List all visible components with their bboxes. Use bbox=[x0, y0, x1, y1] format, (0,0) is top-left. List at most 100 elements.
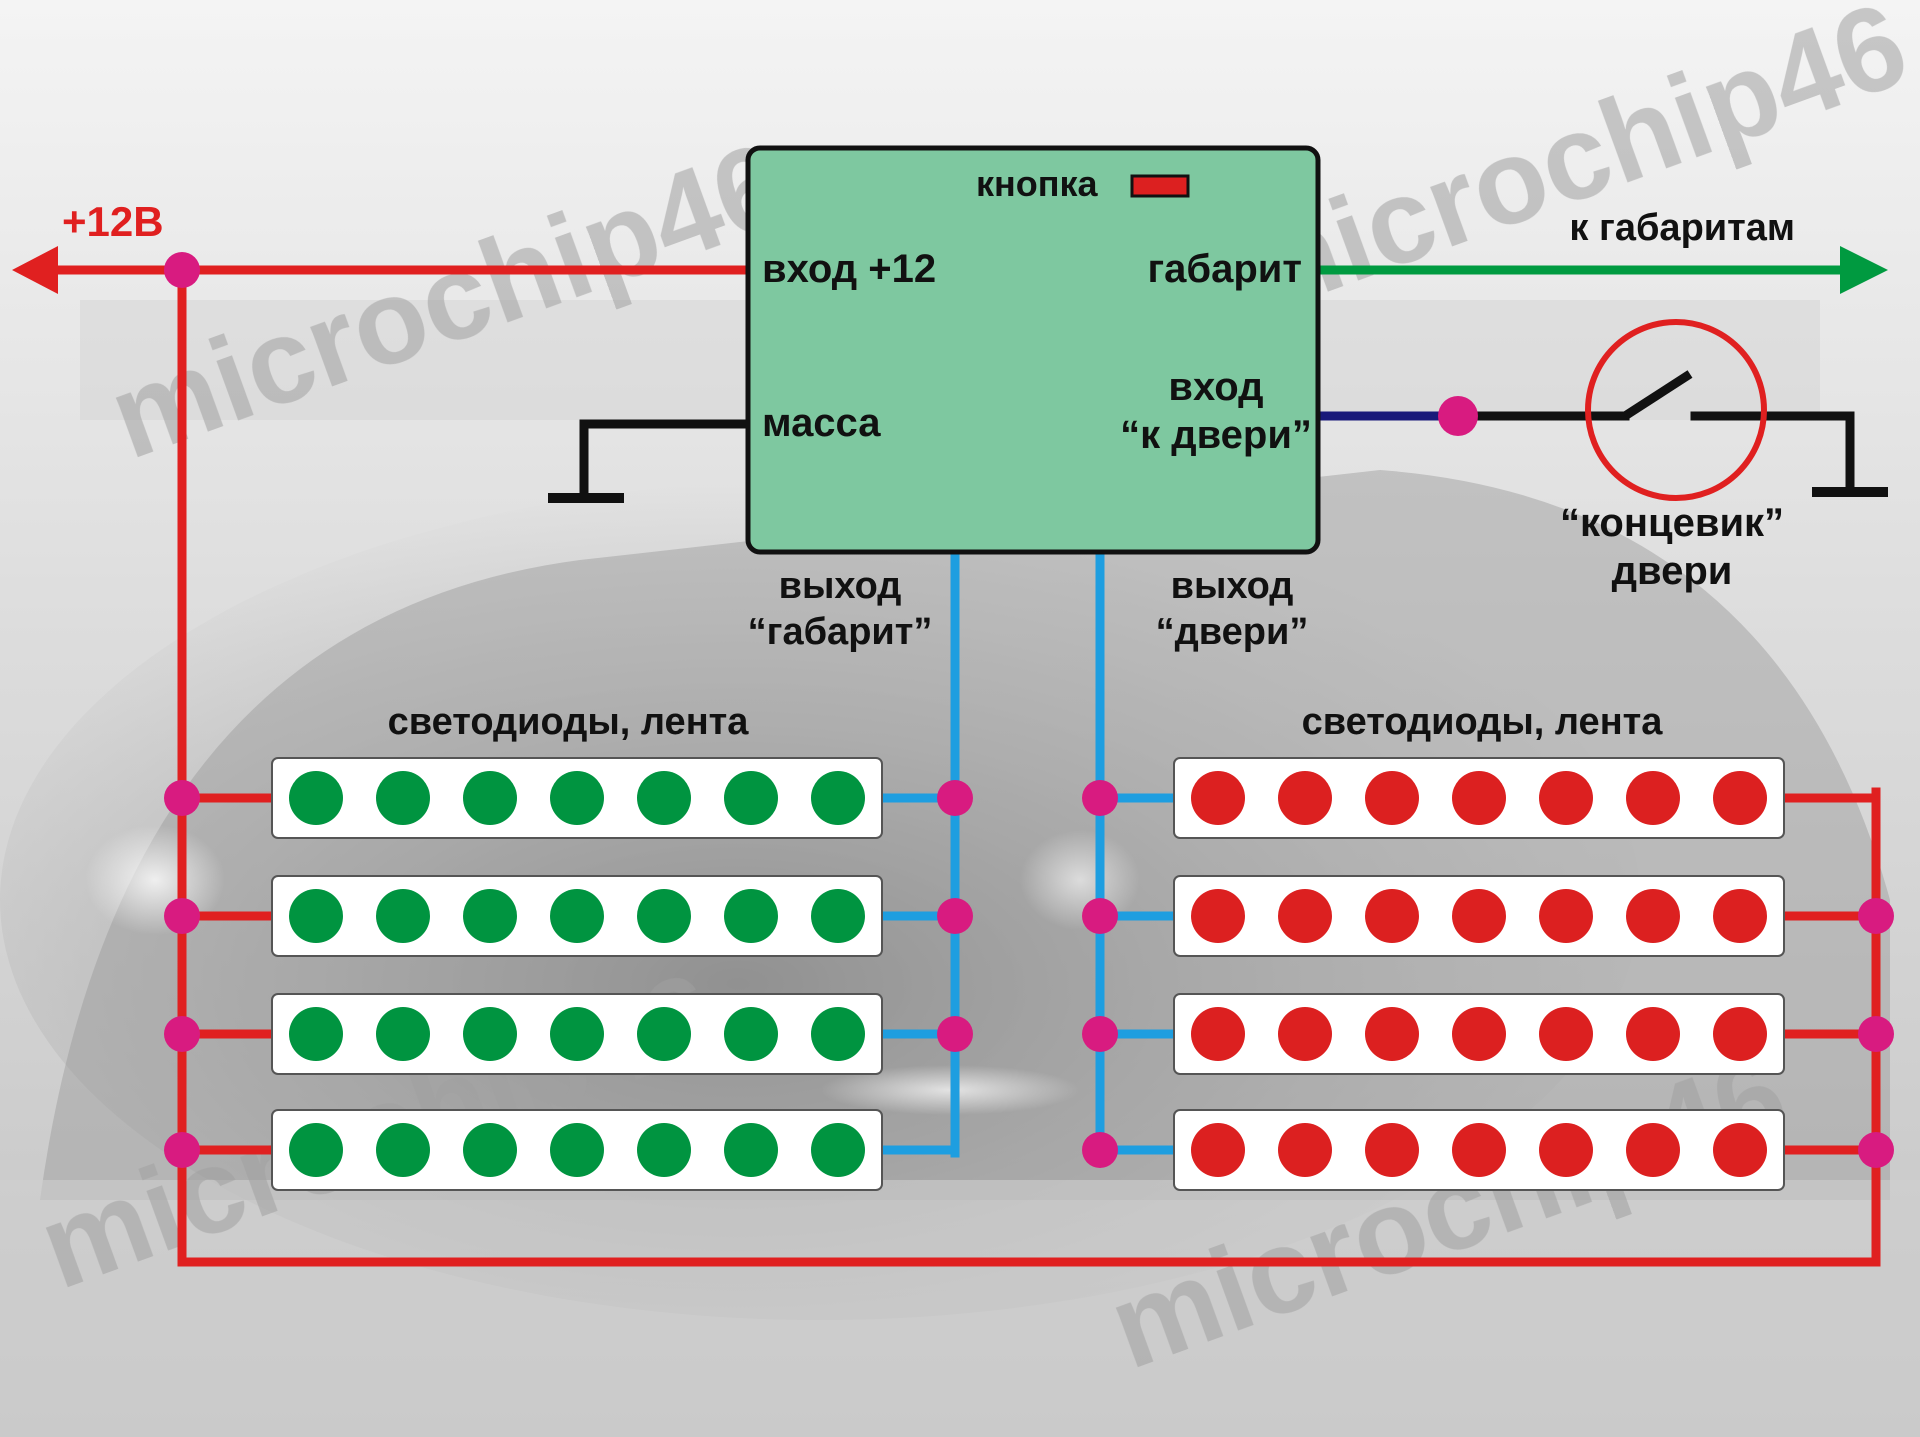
junction-node bbox=[1858, 898, 1894, 934]
door-output-label-line1: выход bbox=[1171, 565, 1294, 607]
led-red bbox=[1713, 889, 1767, 943]
led-red bbox=[1191, 771, 1245, 825]
led-red bbox=[1452, 1123, 1506, 1177]
input-12-label: вход +12 bbox=[762, 247, 936, 291]
junction-node bbox=[937, 1016, 973, 1052]
led-green bbox=[289, 771, 343, 825]
supply-label: +12В bbox=[62, 198, 164, 245]
led-green bbox=[376, 889, 430, 943]
led-red bbox=[1539, 771, 1593, 825]
led-red bbox=[1278, 771, 1332, 825]
led-green bbox=[463, 1123, 517, 1177]
led-green bbox=[724, 771, 778, 825]
led-red bbox=[1191, 1123, 1245, 1177]
led-red bbox=[1626, 1007, 1680, 1061]
led-green bbox=[550, 1007, 604, 1061]
led-green bbox=[724, 1007, 778, 1061]
led-green bbox=[724, 889, 778, 943]
led-group-label-red: светодиоды, лента bbox=[1302, 701, 1664, 743]
door-switch-lever bbox=[1622, 370, 1693, 420]
led-green bbox=[637, 1123, 691, 1177]
ground-label: масса bbox=[762, 401, 881, 445]
led-red bbox=[1539, 1123, 1593, 1177]
external-labels: +12В к габаритам “концевик” двери выход … bbox=[62, 198, 1795, 743]
led-strips bbox=[182, 757, 1881, 1191]
parking-output-label-line2: “габарит” bbox=[748, 611, 933, 653]
door-input-label-line2: “к двери” bbox=[1120, 413, 1312, 457]
led-green bbox=[811, 771, 865, 825]
led-group-label-green: светодиоды, лента bbox=[388, 701, 750, 743]
module: кнопка вход +12 масса габарит вход “к дв… bbox=[745, 145, 1321, 555]
parking-arrow-icon bbox=[1840, 246, 1888, 294]
led-green bbox=[724, 1123, 778, 1177]
junction-node bbox=[1082, 780, 1118, 816]
led-red bbox=[1278, 889, 1332, 943]
led-red bbox=[1626, 771, 1680, 825]
junction-node bbox=[1082, 1132, 1118, 1168]
led-green bbox=[811, 1007, 865, 1061]
led-red bbox=[1365, 1007, 1419, 1061]
led-green bbox=[463, 1007, 517, 1061]
junction-node bbox=[937, 898, 973, 934]
ground-symbols bbox=[548, 487, 1888, 503]
supply-arrow-icon bbox=[12, 246, 58, 294]
led-red bbox=[1191, 1007, 1245, 1061]
led-red bbox=[1713, 771, 1767, 825]
led-green bbox=[463, 889, 517, 943]
led-red bbox=[1713, 1007, 1767, 1061]
led-green bbox=[550, 889, 604, 943]
junction-nodes bbox=[164, 252, 1894, 1168]
led-red bbox=[1278, 1123, 1332, 1177]
junction-node bbox=[164, 1132, 200, 1168]
led-green bbox=[550, 1123, 604, 1177]
led-green bbox=[637, 771, 691, 825]
junction-node-supply bbox=[164, 252, 200, 288]
led-green bbox=[463, 771, 517, 825]
module-box bbox=[745, 145, 1321, 555]
junction-node bbox=[1858, 1016, 1894, 1052]
parking-out-label: к габаритам bbox=[1569, 207, 1795, 249]
door-switch-label-line1: “концевик” bbox=[1560, 501, 1784, 545]
led-green bbox=[811, 889, 865, 943]
led-green bbox=[376, 1007, 430, 1061]
junction-node bbox=[1858, 1132, 1894, 1168]
led-red bbox=[1626, 889, 1680, 943]
led-red bbox=[1278, 1007, 1332, 1061]
door-switch-circle bbox=[1585, 319, 1767, 501]
led-red bbox=[1365, 1123, 1419, 1177]
led-green bbox=[289, 889, 343, 943]
led-green bbox=[289, 1007, 343, 1061]
door-switch bbox=[1585, 319, 1767, 501]
led-red bbox=[1452, 889, 1506, 943]
junction-node bbox=[1082, 1016, 1118, 1052]
parking-output-label-line1: выход bbox=[779, 565, 902, 607]
junction-node bbox=[164, 1016, 200, 1052]
junction-node-door-input bbox=[1438, 396, 1478, 436]
led-red bbox=[1191, 889, 1245, 943]
led-green bbox=[637, 1007, 691, 1061]
junction-node bbox=[1082, 898, 1118, 934]
led-green bbox=[376, 1123, 430, 1177]
led-green bbox=[811, 1123, 865, 1177]
led-green bbox=[289, 1123, 343, 1177]
button-icon bbox=[1130, 174, 1190, 198]
door-output-label-line2: “двери” bbox=[1156, 611, 1309, 653]
led-red bbox=[1539, 889, 1593, 943]
led-green bbox=[550, 771, 604, 825]
led-red bbox=[1365, 771, 1419, 825]
led-green bbox=[376, 771, 430, 825]
door-switch-label-line2: двери bbox=[1612, 549, 1733, 593]
arrows bbox=[12, 246, 1888, 294]
button-label: кнопка bbox=[976, 163, 1099, 204]
led-green bbox=[637, 889, 691, 943]
led-red bbox=[1626, 1123, 1680, 1177]
led-red bbox=[1539, 1007, 1593, 1061]
parking-label: габарит bbox=[1148, 247, 1302, 291]
junction-node bbox=[164, 898, 200, 934]
led-red bbox=[1713, 1123, 1767, 1177]
junction-node bbox=[937, 780, 973, 816]
door-input-label-line1: вход bbox=[1168, 365, 1263, 409]
led-red bbox=[1452, 1007, 1506, 1061]
junction-node bbox=[164, 780, 200, 816]
